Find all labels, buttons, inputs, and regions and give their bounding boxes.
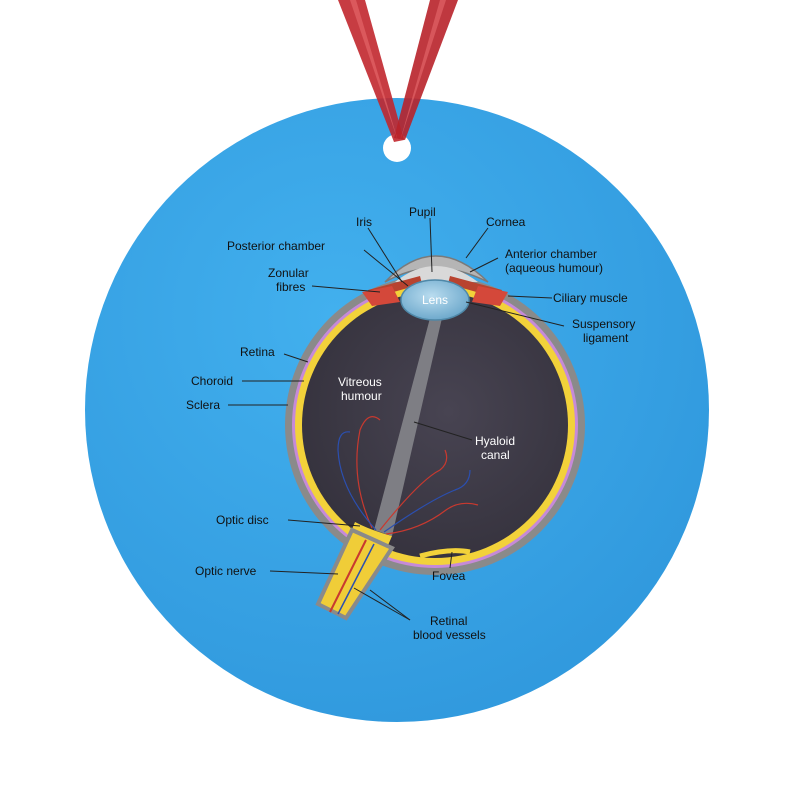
- eye-diagram: [285, 255, 585, 621]
- label-zonular: Zonular: [268, 266, 309, 280]
- label-pupil: Pupil: [409, 205, 436, 219]
- label-suspensory: Suspensory: [572, 317, 635, 331]
- label-blood-vessels: blood vessels: [413, 628, 486, 642]
- optic-nerve: [315, 527, 395, 621]
- lens: [400, 279, 470, 321]
- label-fovea: Fovea: [432, 569, 466, 583]
- fovea: [419, 548, 471, 559]
- label-optic-disc: Optic disc: [216, 513, 269, 527]
- label-ligament: ligament: [583, 331, 629, 345]
- retinal-blood-vessels: [337, 416, 479, 535]
- label-ciliary-muscle: Ciliary muscle: [553, 291, 628, 305]
- label-anterior-chamber: Anterior chamber: [505, 247, 597, 261]
- label-optic-nerve: Optic nerve: [195, 564, 257, 578]
- ribbon: [338, 0, 458, 142]
- label-retinal: Retinal: [430, 614, 467, 628]
- vitreous-body: [302, 292, 568, 558]
- hyaloid-canal: [374, 318, 442, 536]
- label-fibres: fibres: [276, 280, 305, 294]
- ornament-hole: [383, 134, 411, 162]
- label-vitreous: Vitreous: [338, 375, 382, 389]
- label-cornea: Cornea: [486, 215, 526, 229]
- label-iris: Iris: [356, 215, 372, 229]
- ciliary-muscle-right: [472, 286, 508, 306]
- label-canal: canal: [481, 448, 510, 462]
- label-retina: Retina: [240, 345, 275, 359]
- leader-lines: [228, 217, 565, 621]
- label-aqueous-humour: (aqueous humour): [505, 261, 603, 275]
- label-humour: humour: [341, 389, 382, 403]
- label-sclera: Sclera: [186, 398, 220, 412]
- label-posterior-chamber: Posterior chamber: [227, 239, 325, 253]
- label-lens: Lens: [422, 293, 448, 307]
- label-hyaloid: Hyaloid: [475, 434, 515, 448]
- label-choroid: Choroid: [191, 374, 233, 388]
